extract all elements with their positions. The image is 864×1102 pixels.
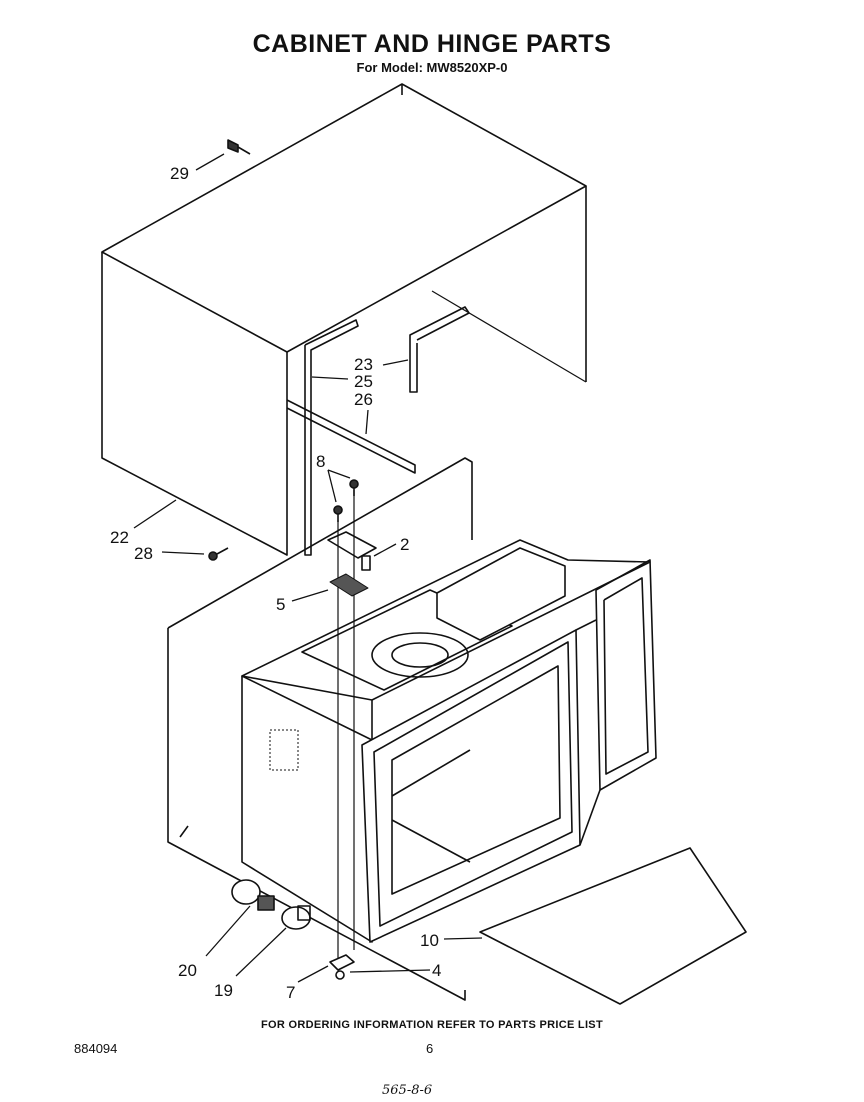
callout-5: 5 <box>276 595 285 614</box>
callout-10: 10 <box>420 931 439 950</box>
screw-8b <box>349 479 359 496</box>
screw-29 <box>227 139 251 155</box>
side-rail-23 <box>409 306 470 393</box>
callout-25: 25 <box>354 372 373 391</box>
screw-28 <box>208 547 229 561</box>
callout-19: 19 <box>214 981 233 1000</box>
callout-29: 29 <box>170 164 189 183</box>
tray-10 <box>479 847 747 1005</box>
base-pan <box>167 457 473 1001</box>
callout-23: 23 <box>354 355 373 374</box>
hinge-pin-line <box>337 490 355 960</box>
lower-hinge-4 <box>329 954 355 980</box>
mica-cover-5 <box>329 573 369 597</box>
model-subtitle: For Model: MW8520XP-0 <box>356 60 508 75</box>
handwritten-note: 565-8-6 <box>382 1083 433 1098</box>
callout-28: 28 <box>134 544 153 563</box>
callout-8: 8 <box>316 452 325 471</box>
callout-7: 7 <box>286 983 295 1002</box>
document-number: 884094 <box>74 1041 118 1056</box>
lamp-bulb-20 <box>231 879 275 911</box>
leader-lines <box>133 153 483 983</box>
cabinet-wrapper <box>101 83 587 556</box>
page-number: 6 <box>426 1041 434 1056</box>
callout-20: 20 <box>178 961 197 980</box>
callout-2: 2 <box>400 535 409 554</box>
callout-26: 26 <box>354 390 373 409</box>
lamp-socket-19 <box>281 905 311 930</box>
oven-chassis <box>241 539 657 943</box>
side-rail-25 <box>304 319 359 556</box>
callout-labels: 29 23 25 26 8 2 22 28 5 10 4 20 19 7 <box>110 164 441 1002</box>
callout-22: 22 <box>110 528 129 547</box>
page-title: CABINET AND HINGE PARTS <box>252 30 612 58</box>
vent-grille <box>269 729 299 771</box>
ordering-note: FOR ORDERING INFORMATION REFER TO PARTS … <box>261 1019 603 1031</box>
callout-4: 4 <box>432 961 441 980</box>
screw-8a <box>333 505 343 522</box>
upper-hinge <box>327 531 377 571</box>
